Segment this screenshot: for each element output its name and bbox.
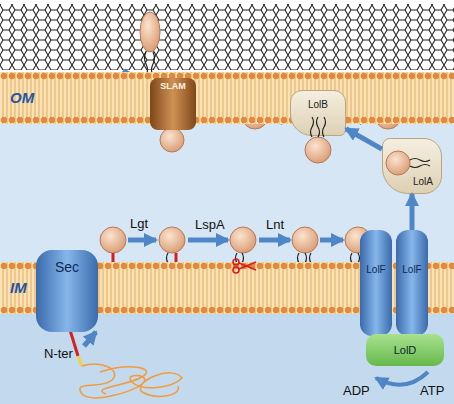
illustration-part xyxy=(80,364,182,398)
illustration-part xyxy=(320,238,343,243)
lola-protein: LolA xyxy=(382,138,442,194)
illustration-part xyxy=(239,263,256,270)
enzyme-label: Lnt xyxy=(266,218,284,231)
illustration-part xyxy=(128,238,156,243)
lps-background xyxy=(0,0,454,72)
bound-acyl-chains xyxy=(311,117,431,168)
illustration-part xyxy=(259,238,290,243)
lps-layer xyxy=(0,4,454,70)
node-label: LolA xyxy=(413,176,433,187)
enzyme-label: Lgt xyxy=(130,217,148,230)
illustration-part xyxy=(78,356,82,366)
nascent-polypeptide xyxy=(70,330,182,398)
node-label: Sec xyxy=(55,260,79,275)
illustration-part xyxy=(386,151,410,175)
illustration-part xyxy=(140,12,160,52)
illustration-part xyxy=(100,227,126,253)
illustration-part xyxy=(311,117,326,137)
lolb-protein: LolB xyxy=(290,90,346,136)
surface-lipoprotein xyxy=(140,12,160,76)
transport-arrow xyxy=(410,194,415,230)
illustration-part xyxy=(376,372,428,385)
lipoproteins xyxy=(100,103,401,253)
lold-protein: LolD xyxy=(366,334,444,366)
illustration-part xyxy=(230,227,256,253)
node-label: IM xyxy=(10,280,27,297)
lolf-protein: LolF xyxy=(396,230,428,336)
illustration-part xyxy=(410,159,430,168)
illustration-part xyxy=(233,259,239,265)
outer-membrane-band: OM xyxy=(0,72,454,124)
chaperone-bound-lipoproteins xyxy=(305,137,410,175)
node-label: LolD xyxy=(394,344,417,356)
node-label: OM xyxy=(10,90,34,107)
atp-hydrolysis-arrow xyxy=(376,372,428,385)
nucleotide-label: ATP xyxy=(420,384,444,397)
illustration-part xyxy=(233,267,239,273)
illustration-part xyxy=(305,137,331,163)
node-label: LolF xyxy=(366,264,385,275)
nucleotide-label: ADP xyxy=(343,384,370,397)
node-label: LolB xyxy=(308,99,328,110)
illustration-part xyxy=(292,227,318,253)
scissors-symbol xyxy=(233,259,256,273)
illustration-part xyxy=(160,128,184,152)
node-label: SLAM xyxy=(160,82,186,92)
node-label: LolF xyxy=(402,264,421,275)
illustration-part xyxy=(239,262,256,269)
illustration-part xyxy=(84,332,96,346)
lolf-protein: LolF xyxy=(360,230,392,336)
slam-protein: SLAM xyxy=(150,78,196,130)
transport-arrow xyxy=(346,129,382,149)
illustration-part xyxy=(159,227,185,253)
illustration-part xyxy=(188,238,228,243)
enzyme-label: LspA xyxy=(195,218,225,231)
sec-translocon: Sec xyxy=(36,250,98,332)
terminus-label: N-ter xyxy=(44,347,73,360)
